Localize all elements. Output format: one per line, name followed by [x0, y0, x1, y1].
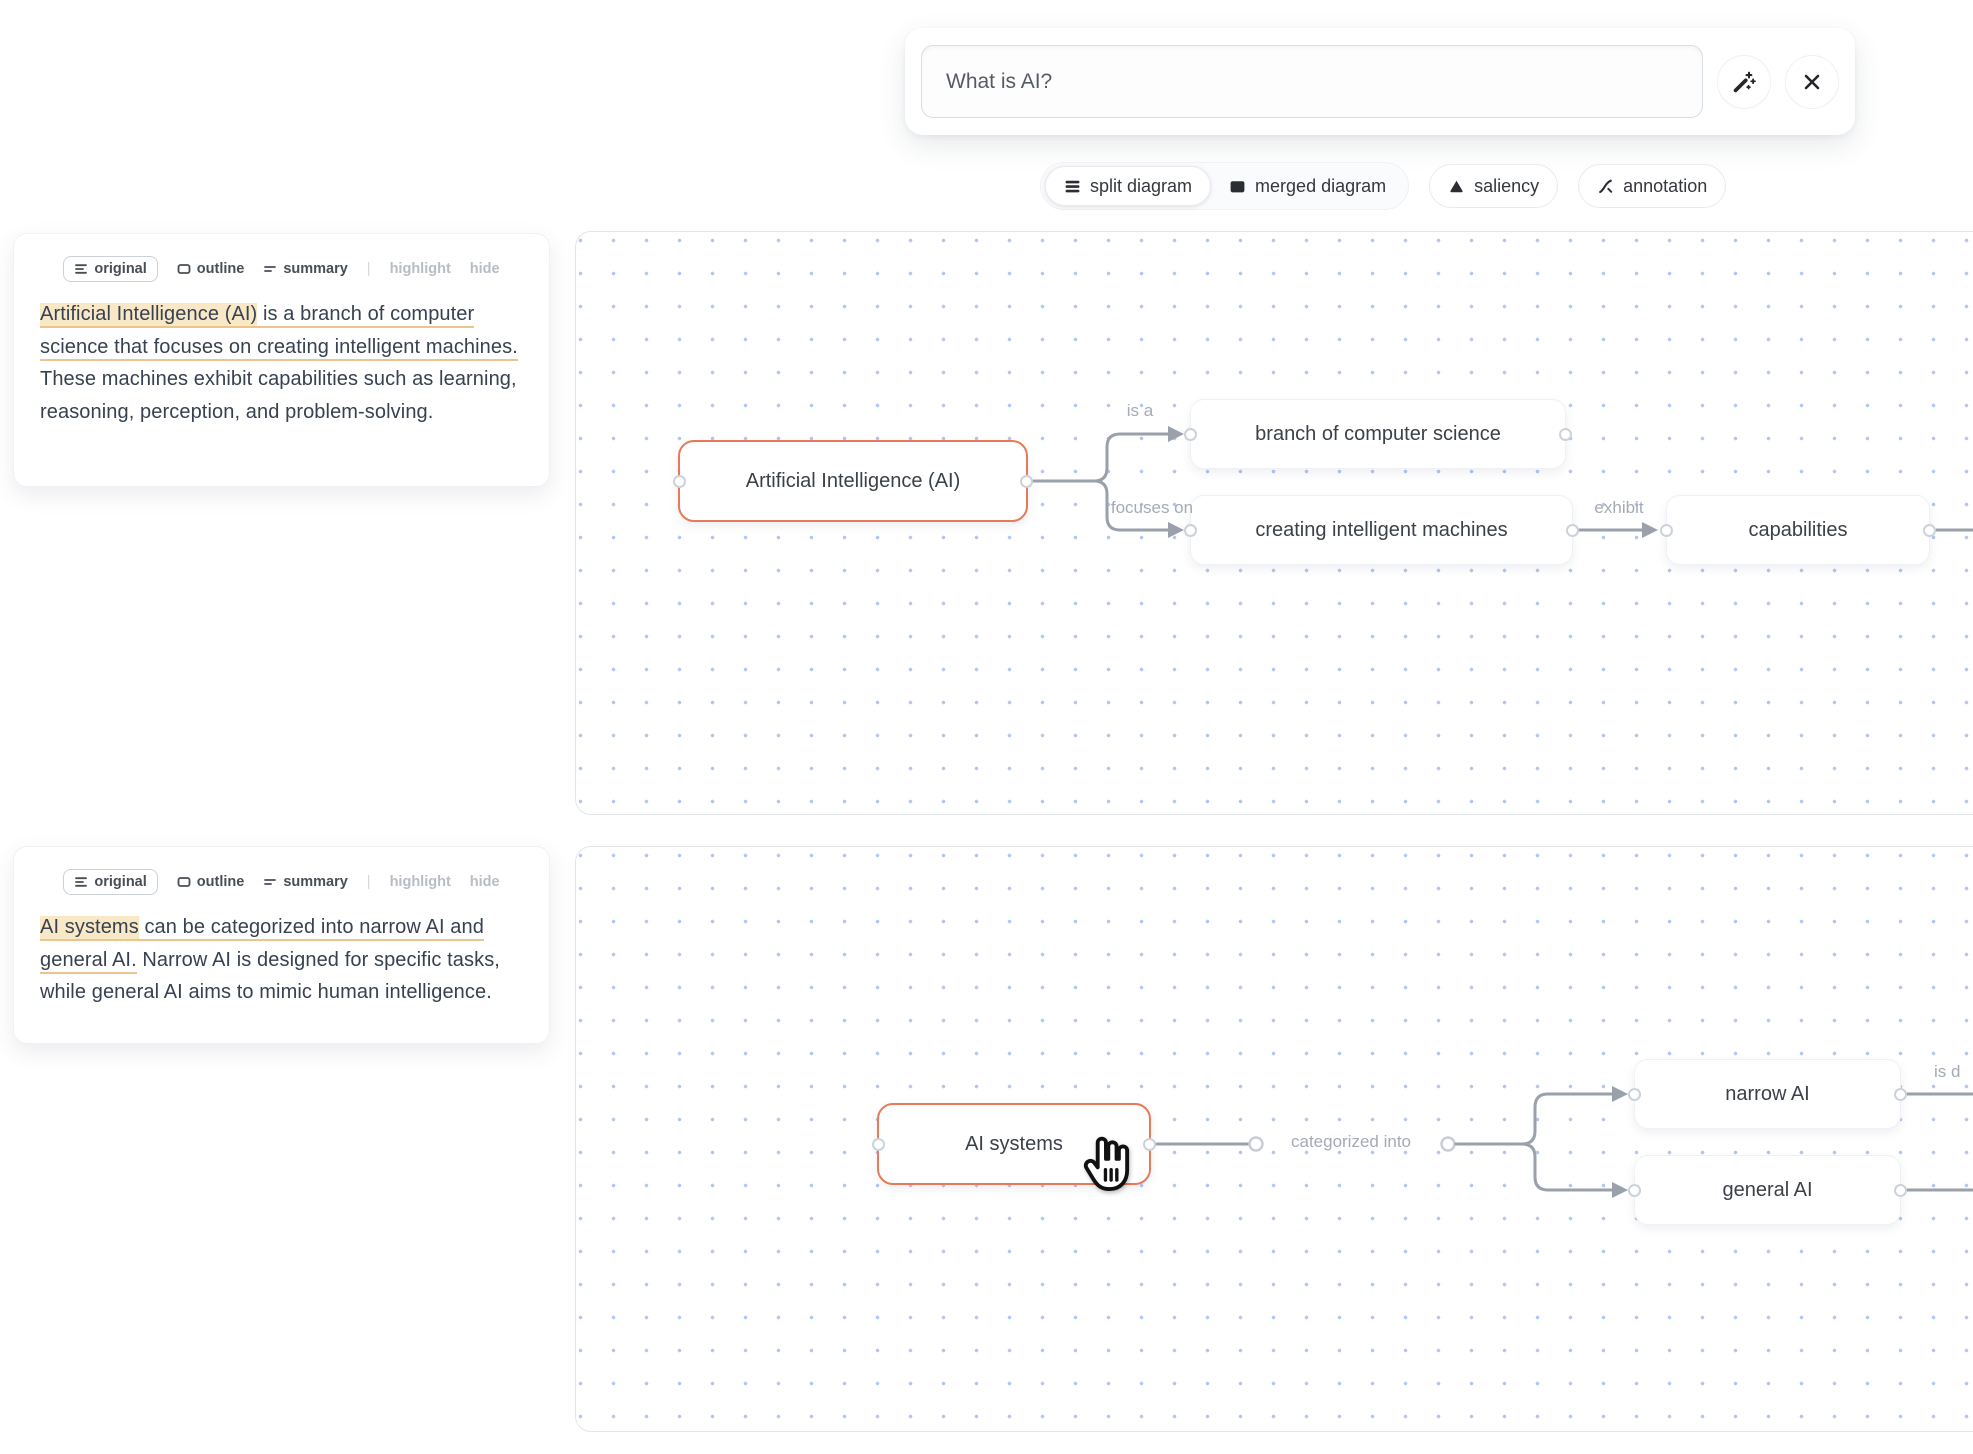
- source-text-card-1: original outline summary | highlight hid…: [13, 233, 550, 487]
- diagram-canvas-1[interactable]: Artificial Intelligence (AI) branch of c…: [575, 231, 1973, 815]
- diagram-node[interactable]: capabilities: [1660, 495, 1936, 565]
- edge-label: exhibit: [1594, 498, 1644, 517]
- node-label: general AI: [1722, 1178, 1813, 1201]
- diagram-node[interactable]: general AI: [1628, 1155, 1907, 1225]
- magic-wand-icon: [1733, 71, 1756, 92]
- saliency-label: saliency: [1474, 175, 1540, 196]
- diagram-node[interactable]: creating intelligent machines: [1184, 495, 1579, 565]
- tab-summary[interactable]: summary: [263, 261, 348, 277]
- tab-highlight[interactable]: highlight: [390, 874, 451, 890]
- merged-diagram-label: merged diagram: [1255, 175, 1387, 196]
- node-label: creating intelligent machines: [1255, 518, 1508, 541]
- original-icon: [75, 264, 88, 274]
- saliency-icon: [1450, 180, 1463, 192]
- tab-summary[interactable]: summary: [263, 874, 348, 890]
- outline-icon: [177, 877, 191, 887]
- diagram-toolbar: split diagram merged diagram saliency an…: [1040, 162, 1727, 210]
- edge-label: is a: [1126, 401, 1154, 420]
- summary-icon: [264, 266, 277, 272]
- close-button[interactable]: [1785, 54, 1839, 109]
- node-port-left[interactable]: [1628, 1183, 1641, 1197]
- tab-highlight[interactable]: highlight: [390, 261, 451, 277]
- tab-outline[interactable]: outline: [177, 874, 245, 890]
- tab-hide[interactable]: hide: [470, 874, 500, 890]
- query-input[interactable]: [921, 45, 1703, 118]
- tabs-divider: |: [366, 874, 371, 890]
- split-diagram-label: split diagram: [1090, 175, 1193, 196]
- node-port-right[interactable]: [1894, 1087, 1907, 1101]
- tab-highlight-label: highlight: [389, 874, 451, 890]
- node-port-right[interactable]: [1894, 1183, 1907, 1197]
- node-label: narrow AI: [1725, 1082, 1810, 1105]
- annotation-label: annotation: [1623, 175, 1708, 196]
- text-view-tabs: original outline summary | highlight hid…: [40, 256, 523, 282]
- hand-cursor-icon: [1076, 1130, 1138, 1203]
- tab-outline-label: outline: [196, 874, 245, 890]
- source-paragraph: Artificial Intelligence (AI) is a branch…: [40, 298, 523, 428]
- saliency-chip[interactable]: saliency: [1429, 164, 1559, 208]
- node-label: AI systems: [965, 1132, 1063, 1155]
- plain-phrase: These machines exhibit capabilities such…: [40, 368, 517, 423]
- close-icon: [1804, 74, 1820, 89]
- node-port-right[interactable]: [1020, 474, 1033, 488]
- node-port-left[interactable]: [1628, 1087, 1641, 1101]
- outline-icon: [177, 264, 191, 274]
- tab-outline-label: outline: [196, 261, 245, 277]
- merged-diagram-icon: [1230, 180, 1245, 192]
- node-label: Artificial Intelligence (AI): [745, 469, 961, 492]
- tab-original[interactable]: original: [63, 869, 158, 895]
- node-label: branch of computer science: [1255, 422, 1501, 445]
- edges-layer: [1155, 1086, 1973, 1198]
- tab-summary-label: summary: [283, 261, 348, 277]
- edge-label: focuses on: [1110, 498, 1194, 517]
- magic-wand-button[interactable]: [1717, 54, 1771, 109]
- edges-layer: [1032, 426, 1973, 538]
- source-paragraph: AI systems can be categorized into narro…: [40, 911, 523, 1009]
- tab-hide-label: hide: [469, 874, 500, 890]
- split-diagram-chip[interactable]: split diagram: [1045, 166, 1212, 206]
- source-text-card-2: original outline summary | highlight hid…: [13, 846, 550, 1044]
- diagram-canvas-2[interactable]: AI systems narrow AI general AI categori…: [575, 846, 1973, 1432]
- node-port-left[interactable]: [673, 474, 686, 488]
- query-bar: [905, 28, 1855, 135]
- plain-phrase: Narrow AI is designed for specific tasks…: [40, 948, 500, 1004]
- tab-outline[interactable]: outline: [177, 261, 245, 277]
- highlighted-phrase: AI systems: [40, 916, 139, 941]
- text-view-tabs: original outline summary | highlight hid…: [40, 869, 523, 895]
- annotation-pen-icon: [1599, 179, 1613, 193]
- tab-hide[interactable]: hide: [470, 261, 500, 277]
- diagram-node[interactable]: branch of computer science: [1184, 399, 1572, 469]
- node-port-left[interactable]: [1660, 523, 1673, 537]
- node-label: capabilities: [1748, 518, 1848, 541]
- node-port-left[interactable]: [872, 1137, 885, 1151]
- annotation-chip[interactable]: annotation: [1578, 164, 1727, 208]
- tab-summary-label: summary: [283, 874, 348, 890]
- summary-icon: [264, 879, 277, 885]
- node-port-right[interactable]: [1143, 1137, 1156, 1151]
- node-port-left[interactable]: [1184, 523, 1197, 537]
- node-port-left[interactable]: [1184, 427, 1197, 441]
- node-port-right[interactable]: [1923, 523, 1936, 537]
- underlined-phrase: can be categorized into narrow AI and ge…: [40, 916, 484, 974]
- diagram-mode-toggle: split diagram merged diagram: [1040, 162, 1410, 210]
- diagram-node[interactable]: narrow AI: [1628, 1059, 1907, 1129]
- tab-original-label: original: [94, 874, 147, 890]
- node-port-right[interactable]: [1566, 523, 1579, 537]
- original-icon: [75, 877, 88, 887]
- split-diagram-icon: [1065, 180, 1080, 192]
- tab-highlight-label: highlight: [389, 261, 451, 277]
- tabs-divider: |: [366, 261, 371, 277]
- tab-hide-label: hide: [469, 261, 500, 277]
- diagram-node[interactable]: Artificial Intelligence (AI): [673, 440, 1033, 522]
- edge-label: is d: [1934, 1062, 1961, 1081]
- node-port-right[interactable]: [1559, 427, 1572, 441]
- merged-diagram-chip[interactable]: merged diagram: [1211, 166, 1404, 206]
- edge-label: categorized into: [1290, 1132, 1412, 1151]
- tab-original[interactable]: original: [63, 256, 158, 282]
- highlighted-phrase: Artificial Intelligence (AI): [40, 303, 258, 328]
- tab-original-label: original: [94, 261, 147, 277]
- underlined-phrase: is a branch of computer science that foc…: [40, 303, 518, 361]
